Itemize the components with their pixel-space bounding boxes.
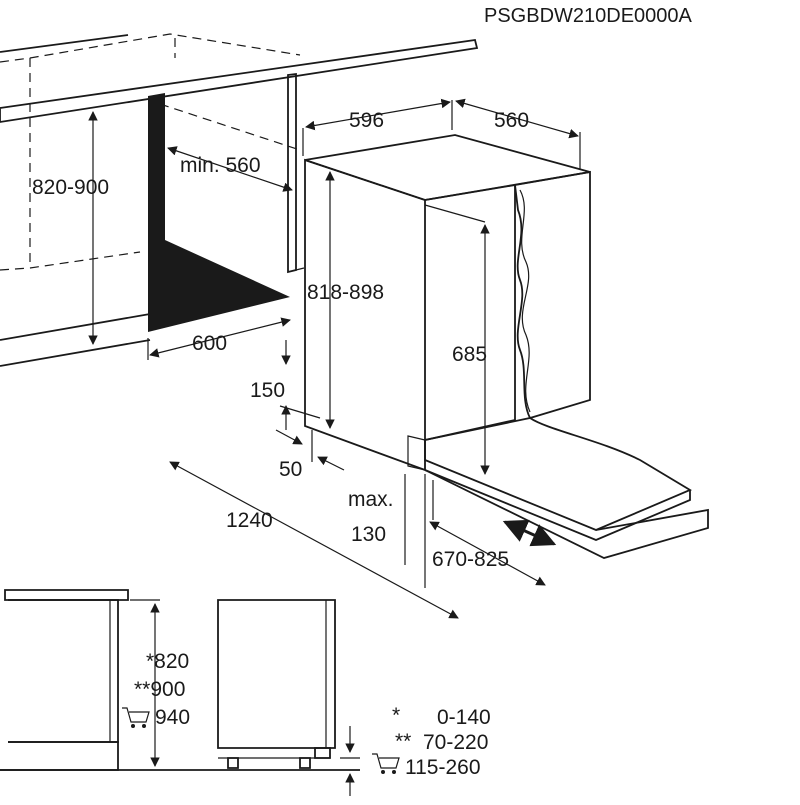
dim-niche-height: 820-900 bbox=[32, 111, 109, 345]
legend-marker-2: ** bbox=[395, 730, 411, 753]
door-height-label: 685 bbox=[452, 343, 487, 366]
door-travel-label: 670-825 bbox=[432, 548, 509, 571]
cart-icon bbox=[122, 707, 150, 728]
cart-icon bbox=[372, 753, 400, 774]
appliance-height-label: 818-898 bbox=[307, 281, 384, 304]
niche-side-panel bbox=[148, 93, 290, 332]
dim-appliance-height: 818-898 bbox=[307, 171, 384, 429]
max-label: max. bbox=[348, 488, 394, 511]
dim-niche-width: 600 bbox=[147, 317, 291, 360]
niche-height-label: 820-900 bbox=[32, 176, 109, 199]
niche-depth-label: min. 560 bbox=[180, 154, 261, 177]
plinth-height-label: 150 bbox=[250, 379, 285, 402]
legend-value-2: 70-220 bbox=[423, 731, 488, 754]
dim-appliance-width: 596 bbox=[302, 98, 453, 156]
dim-door-travel: 670-825 bbox=[429, 519, 557, 586]
dim-max-gap: max. 130 bbox=[348, 474, 434, 588]
dim-plinth-depth: 50 bbox=[275, 429, 345, 481]
height-940: 940 bbox=[155, 706, 190, 729]
legend-value-1: 0-140 bbox=[437, 706, 491, 729]
model-code: PSGBDW210DE0000A bbox=[484, 5, 693, 27]
height-820: *820 bbox=[146, 650, 189, 673]
plinth-depth-label: 50 bbox=[279, 458, 302, 481]
max-value-label: 130 bbox=[351, 523, 386, 546]
total-depth-label: 1240 bbox=[226, 509, 273, 532]
dim-door-height: 685 bbox=[424, 204, 490, 475]
legend-value-3: 115-260 bbox=[405, 756, 481, 779]
dim-appliance-depth: 560 bbox=[455, 98, 581, 170]
dim-plinth-adjust bbox=[340, 726, 360, 796]
legend: * 0-140 ** 70-220 115-260 bbox=[372, 704, 491, 779]
dim-total-depth: 1240 bbox=[169, 461, 459, 619]
dim-bottom-height: *820 **900 940 bbox=[122, 603, 190, 767]
appliance-depth-label: 560 bbox=[494, 109, 529, 132]
appliance-width-label: 596 bbox=[349, 109, 384, 132]
dim-niche-depth: min. 560 bbox=[167, 146, 293, 192]
height-900: **900 bbox=[134, 678, 185, 701]
niche-width-label: 600 bbox=[192, 332, 227, 355]
dim-plinth-height: 150 bbox=[250, 340, 321, 430]
bottom-side-view bbox=[0, 589, 360, 771]
legend-marker-1: * bbox=[392, 704, 400, 727]
kitchen-niche bbox=[0, 33, 479, 367]
